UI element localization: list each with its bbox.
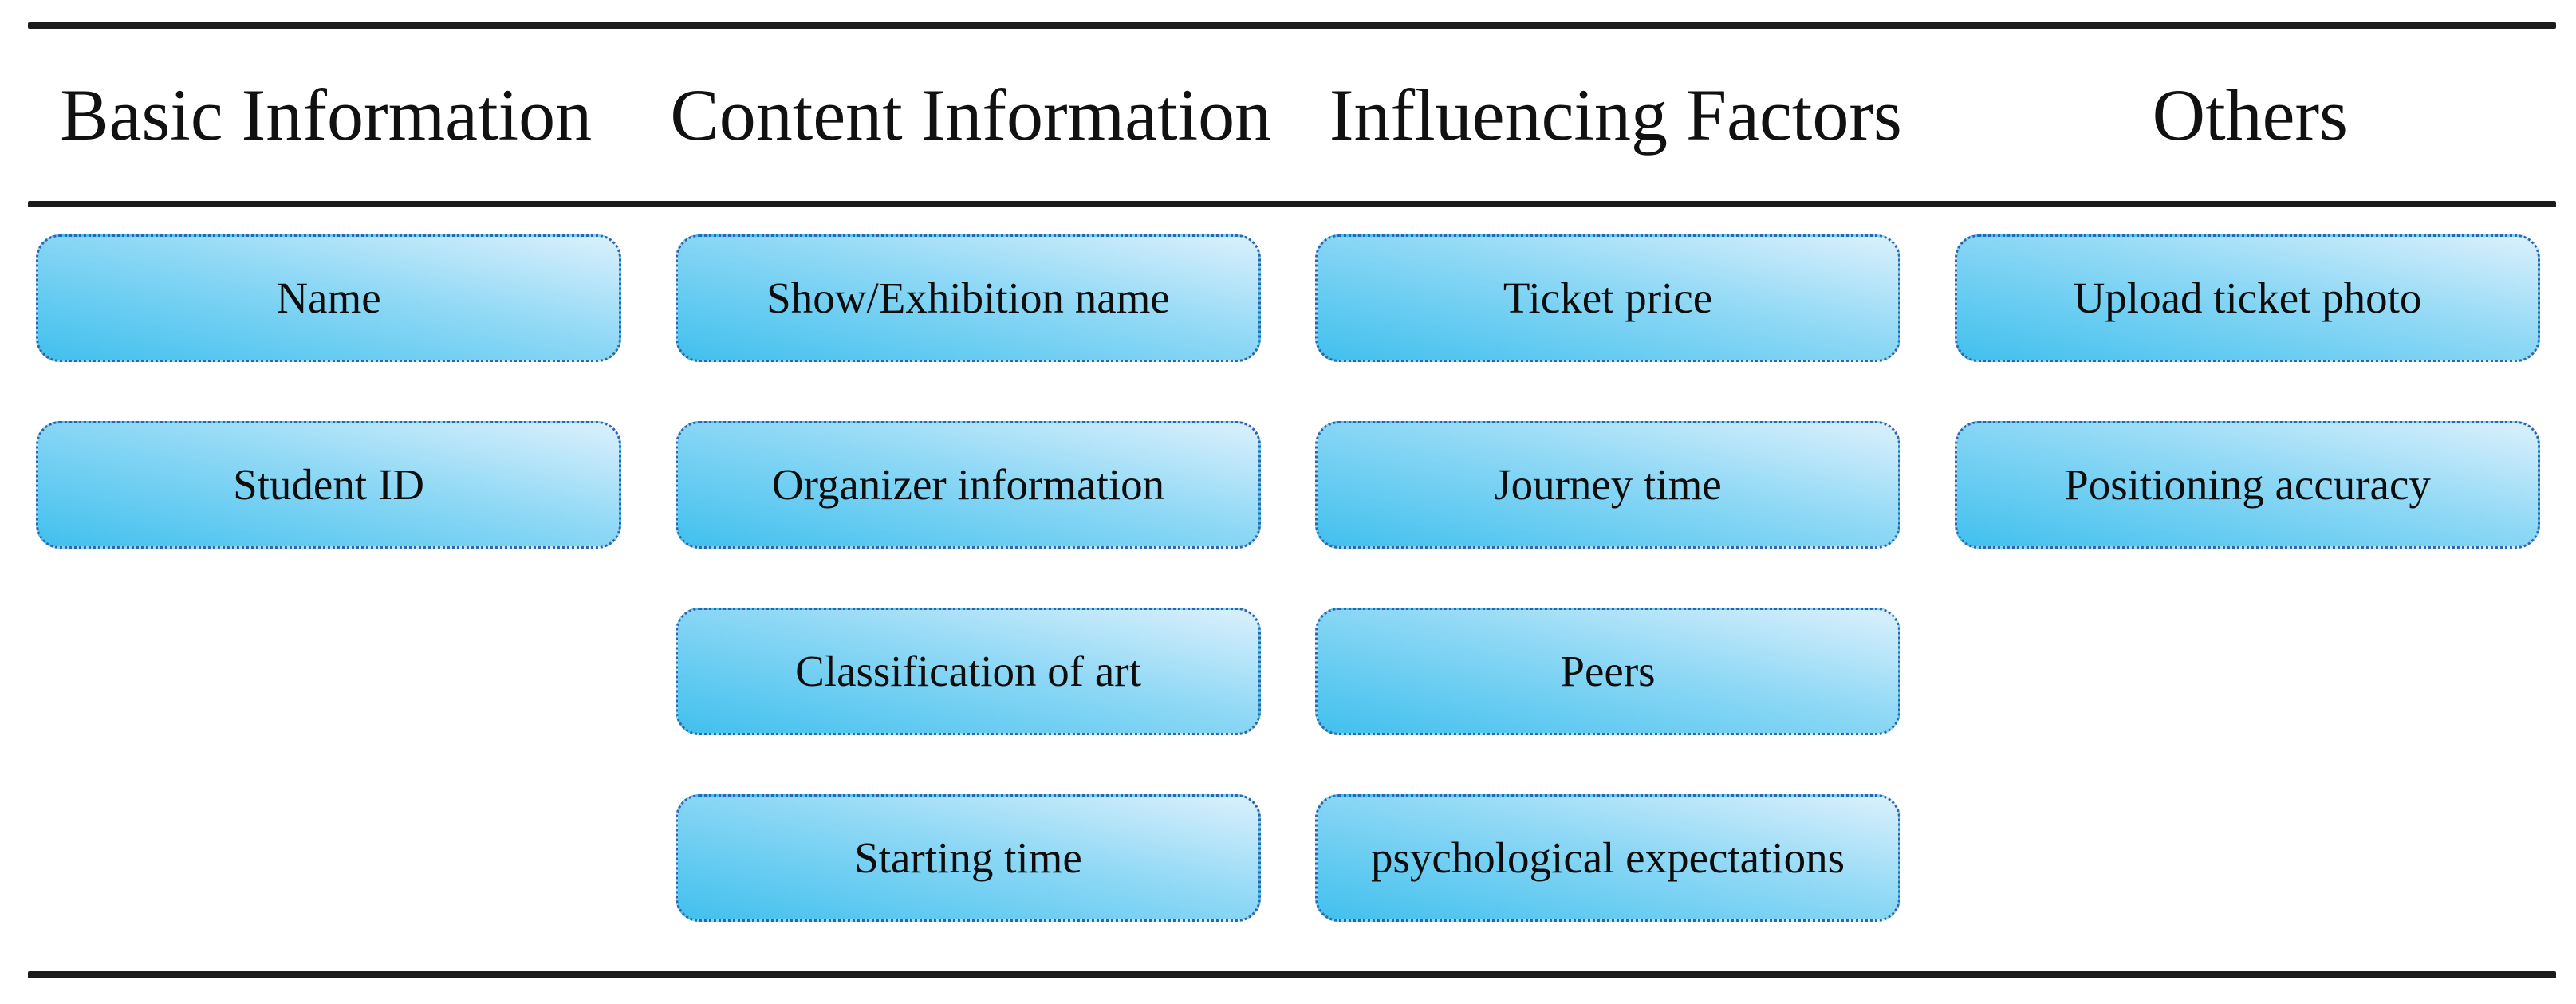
item-student-id: Student ID [36, 421, 621, 549]
item-starting-time: Starting time [676, 794, 1261, 922]
column-header-others: Others [2152, 73, 2348, 156]
item-name: Name [36, 234, 621, 362]
item-show-exhibition-name: Show/Exhibition name [676, 234, 1261, 362]
bottom-rule [28, 971, 2556, 978]
item-journey-time: Journey time [1315, 421, 1900, 549]
header-divider-rule [28, 201, 2556, 207]
item-upload-ticket-photo: Upload ticket photo [1955, 234, 2540, 362]
item-ticket-price: Ticket price [1315, 234, 1900, 362]
column-header-basic-information: Basic Information [60, 73, 593, 156]
item-peers: Peers [1315, 608, 1900, 735]
column-header-content-information: Content Information [670, 73, 1272, 156]
item-psychological-expectations: psychological expectations [1315, 794, 1900, 922]
item-classification-of-art: Classification of art [676, 608, 1261, 735]
items-grid: Name Student ID Show/Exhibition name Org… [36, 234, 2540, 922]
item-organizer-information: Organizer information [676, 421, 1261, 549]
header-row: Basic Information Content Information In… [36, 29, 2540, 201]
item-positioning-accuracy: Positioning accuracy [1955, 421, 2540, 549]
top-rule [28, 22, 2556, 29]
column-header-influencing-factors: Influencing Factors [1329, 73, 1902, 156]
